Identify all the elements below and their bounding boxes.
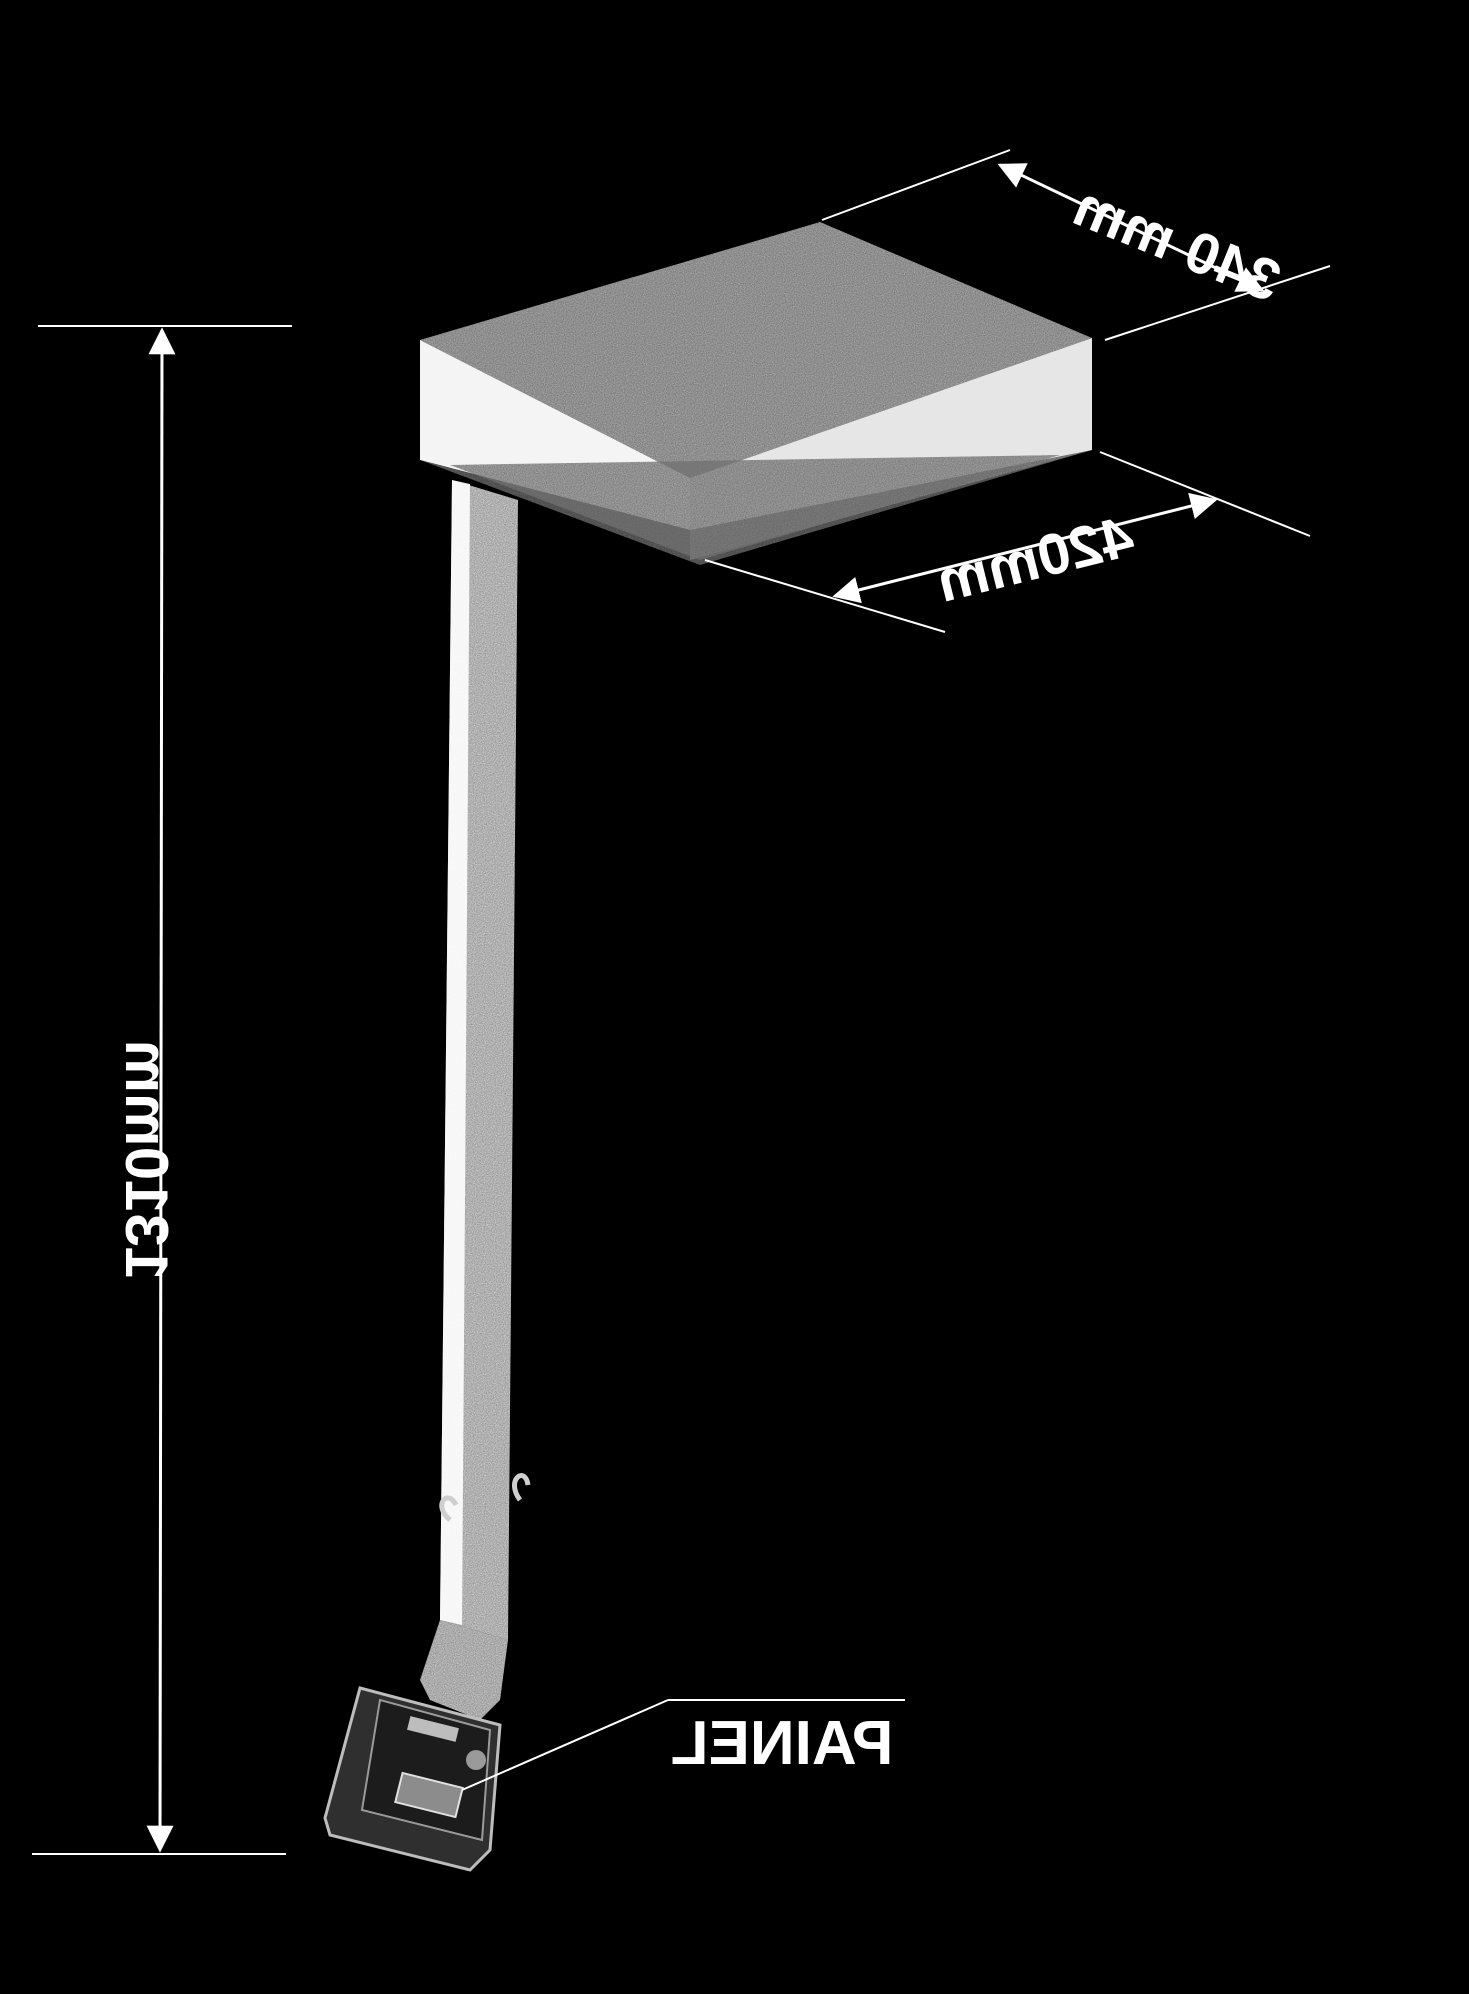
panel-unit	[323, 1686, 502, 1872]
hook-icon	[512, 1473, 531, 1502]
drive-rail	[420, 480, 531, 1720]
dimension-height: 1310mm	[32, 325, 292, 1855]
dimension-width-arrow	[997, 163, 1265, 292]
dimension-width-label: 340 mm	[1065, 173, 1290, 314]
dimension-depth-label: 420mm	[930, 503, 1140, 614]
dimension-height-arrow	[146, 327, 176, 1853]
rail-curve	[420, 1620, 508, 1720]
dimension-height-label: 1310mm	[113, 1040, 180, 1280]
panel-display	[394, 1771, 464, 1819]
panel-callout-label: PAINEL	[671, 1709, 894, 1778]
dimension-depth-arrow	[832, 492, 1218, 604]
ceiling-unit	[420, 222, 1092, 565]
ceiling-unit-top-face	[420, 222, 1092, 478]
panel-callout: PAINEL	[461, 1699, 905, 1791]
panel-indicator-icon	[466, 1750, 486, 1770]
hook-icon	[439, 1495, 459, 1522]
